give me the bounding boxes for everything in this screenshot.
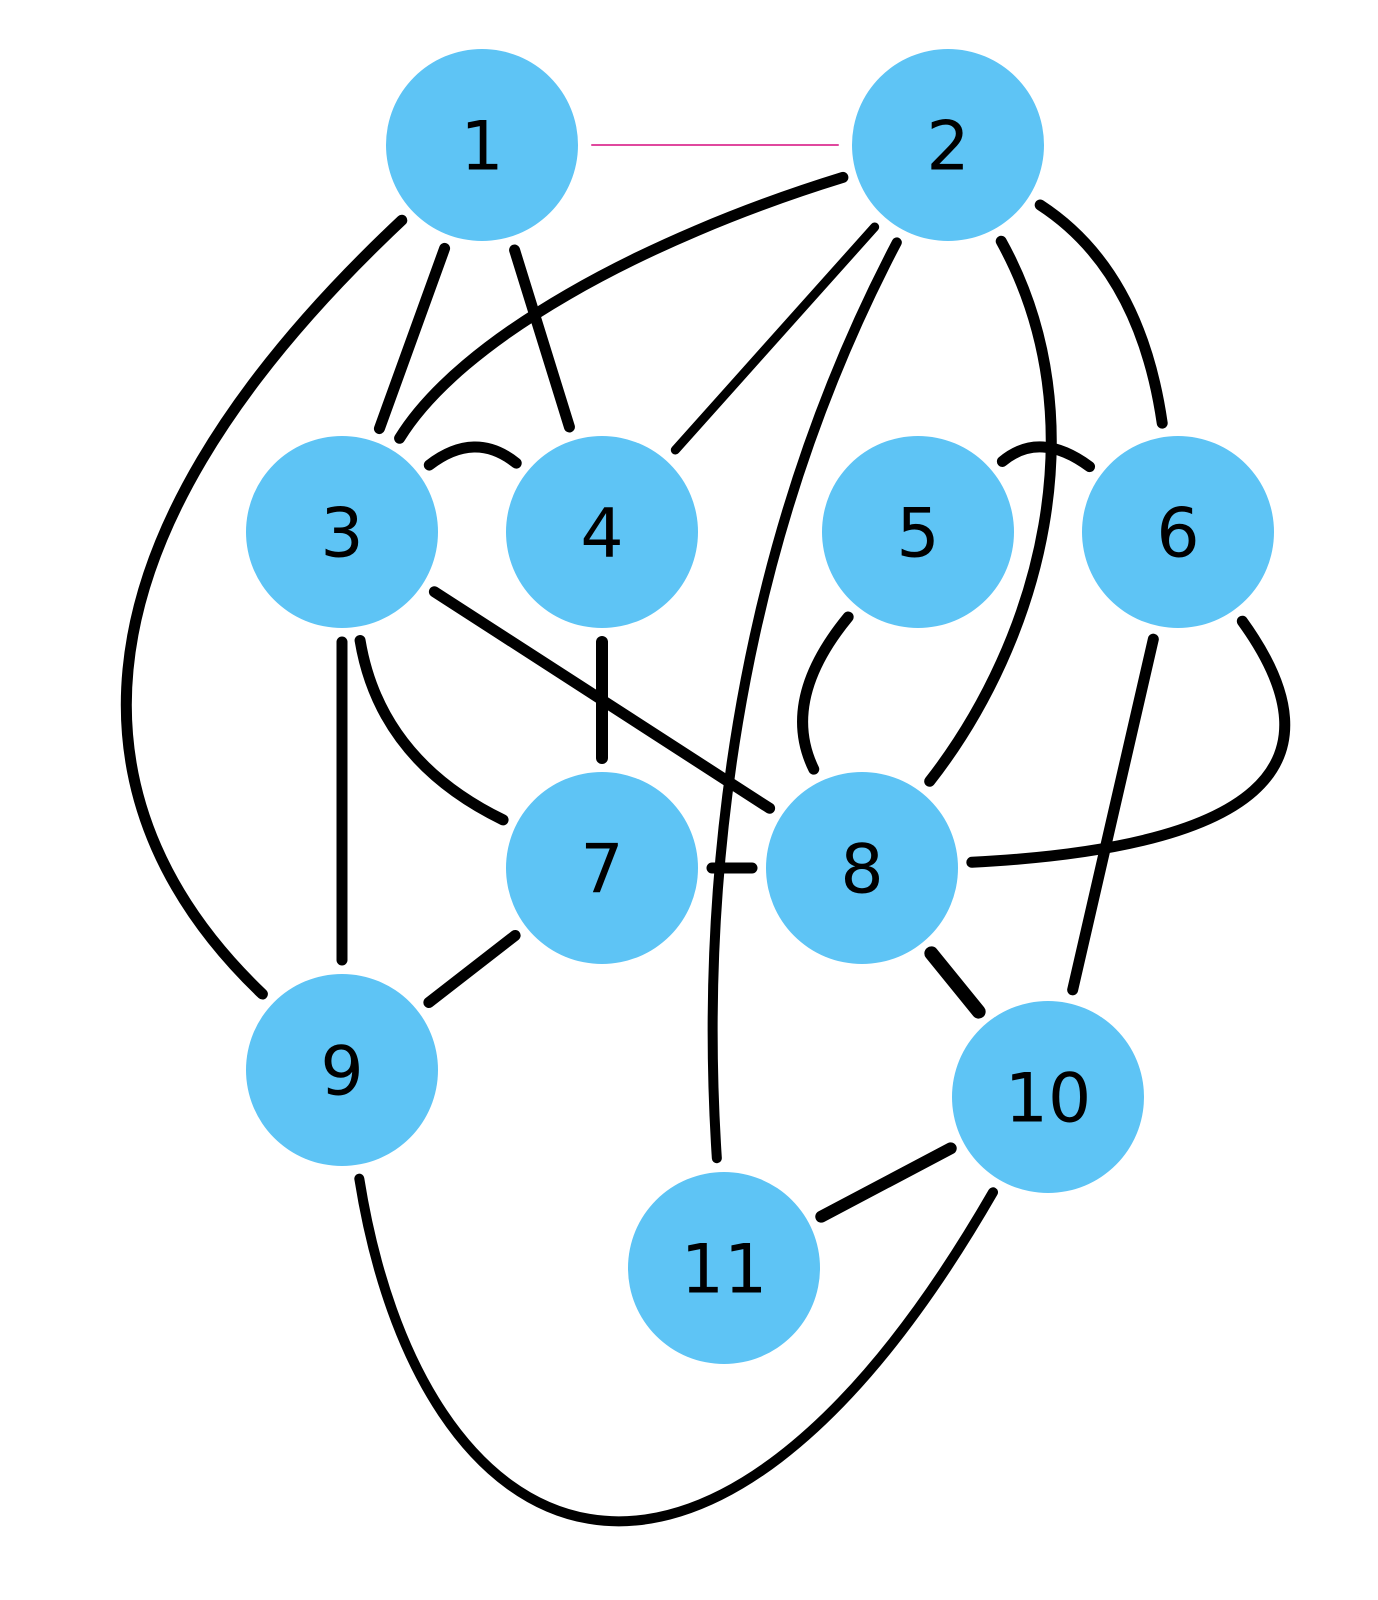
node-7: 7 [506, 772, 698, 964]
node-circle-9 [246, 974, 438, 1166]
node-label-9: 9 [320, 1033, 363, 1112]
edge-2-3 [394, 171, 849, 444]
node-2: 2 [852, 49, 1044, 241]
edge-7-9 [423, 929, 521, 1009]
node-circle-7 [506, 772, 698, 964]
edge-2-4 [670, 222, 880, 455]
nodes-layer: 1 2 3 4 5 6 7 8 9 10 11 [246, 49, 1274, 1364]
node-circle-5 [822, 436, 1014, 628]
node-label-8: 8 [840, 831, 883, 910]
edge-2-11 [707, 237, 902, 1164]
node-circle-8 [766, 772, 958, 964]
edge-9-10 [354, 1173, 999, 1527]
node-circle-4 [506, 436, 698, 628]
node-6: 6 [1082, 436, 1274, 628]
node-circle-11 [628, 1172, 820, 1364]
node-circle-2 [852, 49, 1044, 241]
node-label-5: 5 [896, 495, 939, 574]
edge-1-9 [120, 214, 408, 1000]
node-3: 3 [246, 436, 438, 628]
node-1: 1 [386, 49, 578, 241]
node-10: 10 [952, 1001, 1144, 1193]
edge-5-6 [996, 441, 1096, 473]
edges-layer [120, 144, 1291, 1527]
edge-5-8 [797, 611, 854, 775]
node-label-2: 2 [926, 108, 969, 187]
node-label-6: 6 [1156, 495, 1199, 574]
edge-1-3 [373, 242, 451, 435]
edge-6-8 [966, 615, 1291, 868]
node-label-10: 10 [1005, 1060, 1092, 1139]
edge-8-10 [924, 946, 986, 1019]
node-8: 8 [766, 772, 958, 964]
node-9: 9 [246, 974, 438, 1166]
edge-2-6 [1034, 199, 1168, 429]
node-circle-10 [952, 1001, 1144, 1193]
node-label-11: 11 [681, 1231, 768, 1310]
node-label-7: 7 [580, 831, 623, 910]
node-label-1: 1 [460, 108, 503, 187]
node-label-4: 4 [580, 495, 623, 574]
edge-1-4 [509, 244, 575, 433]
node-4: 4 [506, 436, 698, 628]
edge-2-8 [924, 235, 1057, 787]
node-circle-3 [246, 436, 438, 628]
node-circle-1 [386, 49, 578, 241]
edge-6-10 [1067, 633, 1159, 996]
node-11: 11 [628, 1172, 820, 1364]
node-5: 5 [822, 436, 1014, 628]
edge-10-11 [815, 1142, 957, 1223]
edge-3-4 [423, 441, 522, 471]
edge-3-7 [354, 635, 509, 826]
node-label-3: 3 [320, 495, 363, 574]
node-circle-6 [1082, 436, 1274, 628]
